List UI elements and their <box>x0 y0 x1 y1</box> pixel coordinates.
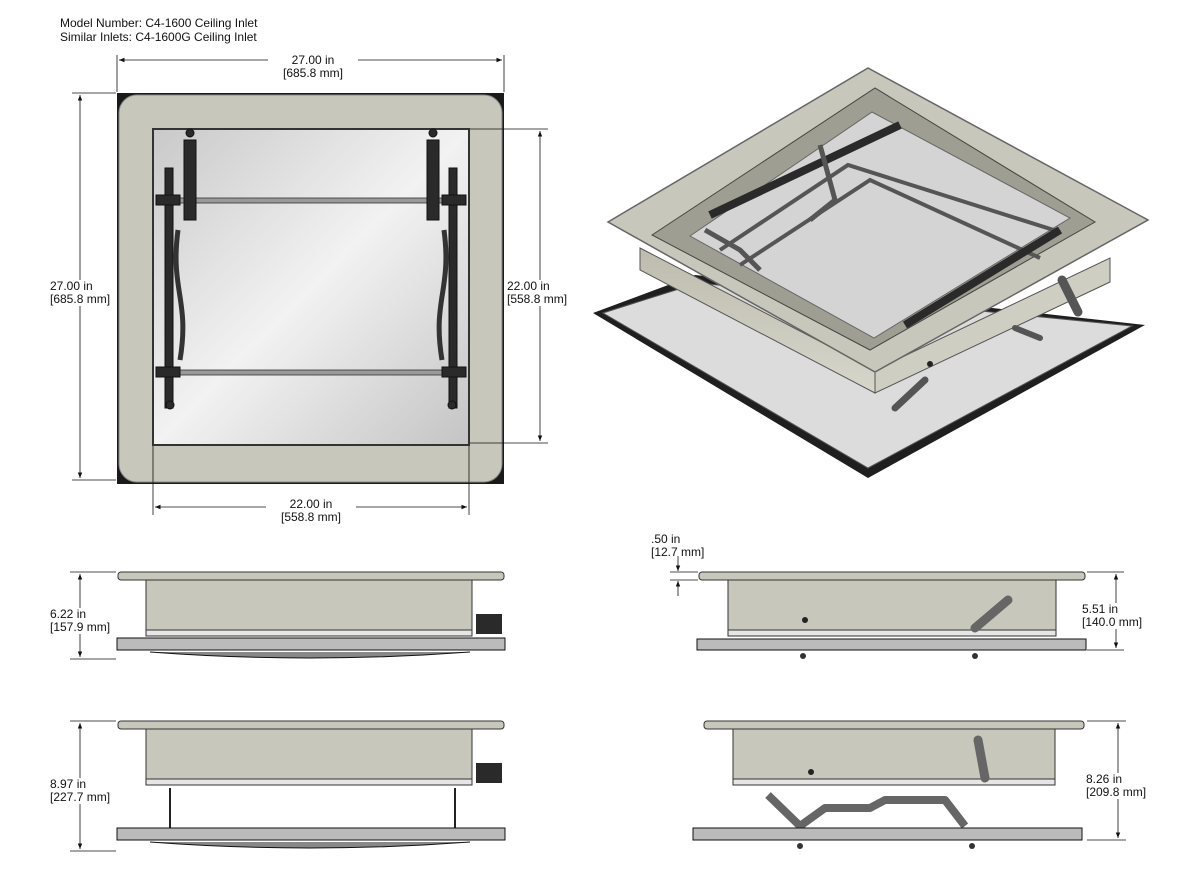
side-view-closed <box>70 571 506 660</box>
side-view-open <box>70 720 506 852</box>
top-view <box>72 55 548 515</box>
dim-side-closed-mm: [157.9 mm] <box>50 620 111 634</box>
dim-top-width: 27.00 in [685.8 mm] <box>268 54 358 80</box>
dim-bottom-width-in: 22.00 in <box>266 498 356 511</box>
dim-left-height: 27.00 in [685.8 mm] <box>50 280 111 306</box>
dim-side-open-in: 8.97 in <box>50 778 111 791</box>
dim-front-closed-in: 5.51 in <box>1082 603 1143 616</box>
dim-inner-height-in: 22.00 in <box>507 280 568 293</box>
dim-left-height-in: 27.00 in <box>50 280 111 293</box>
dim-inner-height-mm: [558.8 mm] <box>507 292 568 306</box>
isometric-view <box>593 67 1150 478</box>
dim-side-closed-in: 6.22 in <box>50 608 111 621</box>
dim-front-open-in: 8.26 in <box>1086 773 1147 786</box>
dim-top-width-in: 27.00 in <box>268 54 358 67</box>
dim-flange-in: .50 in <box>651 532 681 546</box>
front-view-closed <box>670 556 1124 659</box>
dim-flange: .50 in [12.7 mm] <box>651 533 704 559</box>
dim-front-open: 8.26 in [209.8 mm] <box>1086 773 1147 799</box>
right-linkage <box>426 128 467 410</box>
similar-inlets: Similar Inlets: C4-1600G Ceiling Inlet <box>60 30 257 44</box>
dim-front-closed-mm: [140.0 mm] <box>1082 615 1143 629</box>
dim-inner-height: 22.00 in [558.8 mm] <box>507 280 568 306</box>
dim-flange-mm: [12.7 mm] <box>651 545 705 559</box>
dim-top-width-mm: [685.8 mm] <box>282 66 344 80</box>
dim-side-open-mm: [227.7 mm] <box>50 790 111 804</box>
dim-front-closed: 5.51 in [140.0 mm] <box>1082 603 1143 629</box>
front-view-open <box>692 720 1126 849</box>
dim-bottom-width: 22.00 in [558.8 mm] <box>266 498 356 524</box>
dim-bottom-width-mm: [558.8 mm] <box>280 510 342 524</box>
dim-side-open: 8.97 in [227.7 mm] <box>50 778 111 804</box>
dim-side-closed: 6.22 in [157.9 mm] <box>50 608 111 634</box>
dim-left-height-mm: [685.8 mm] <box>50 292 111 306</box>
model-number: Model Number: C4-1600 Ceiling Inlet <box>60 16 258 30</box>
dim-front-open-mm: [209.8 mm] <box>1086 785 1147 799</box>
left-linkage <box>155 128 197 410</box>
